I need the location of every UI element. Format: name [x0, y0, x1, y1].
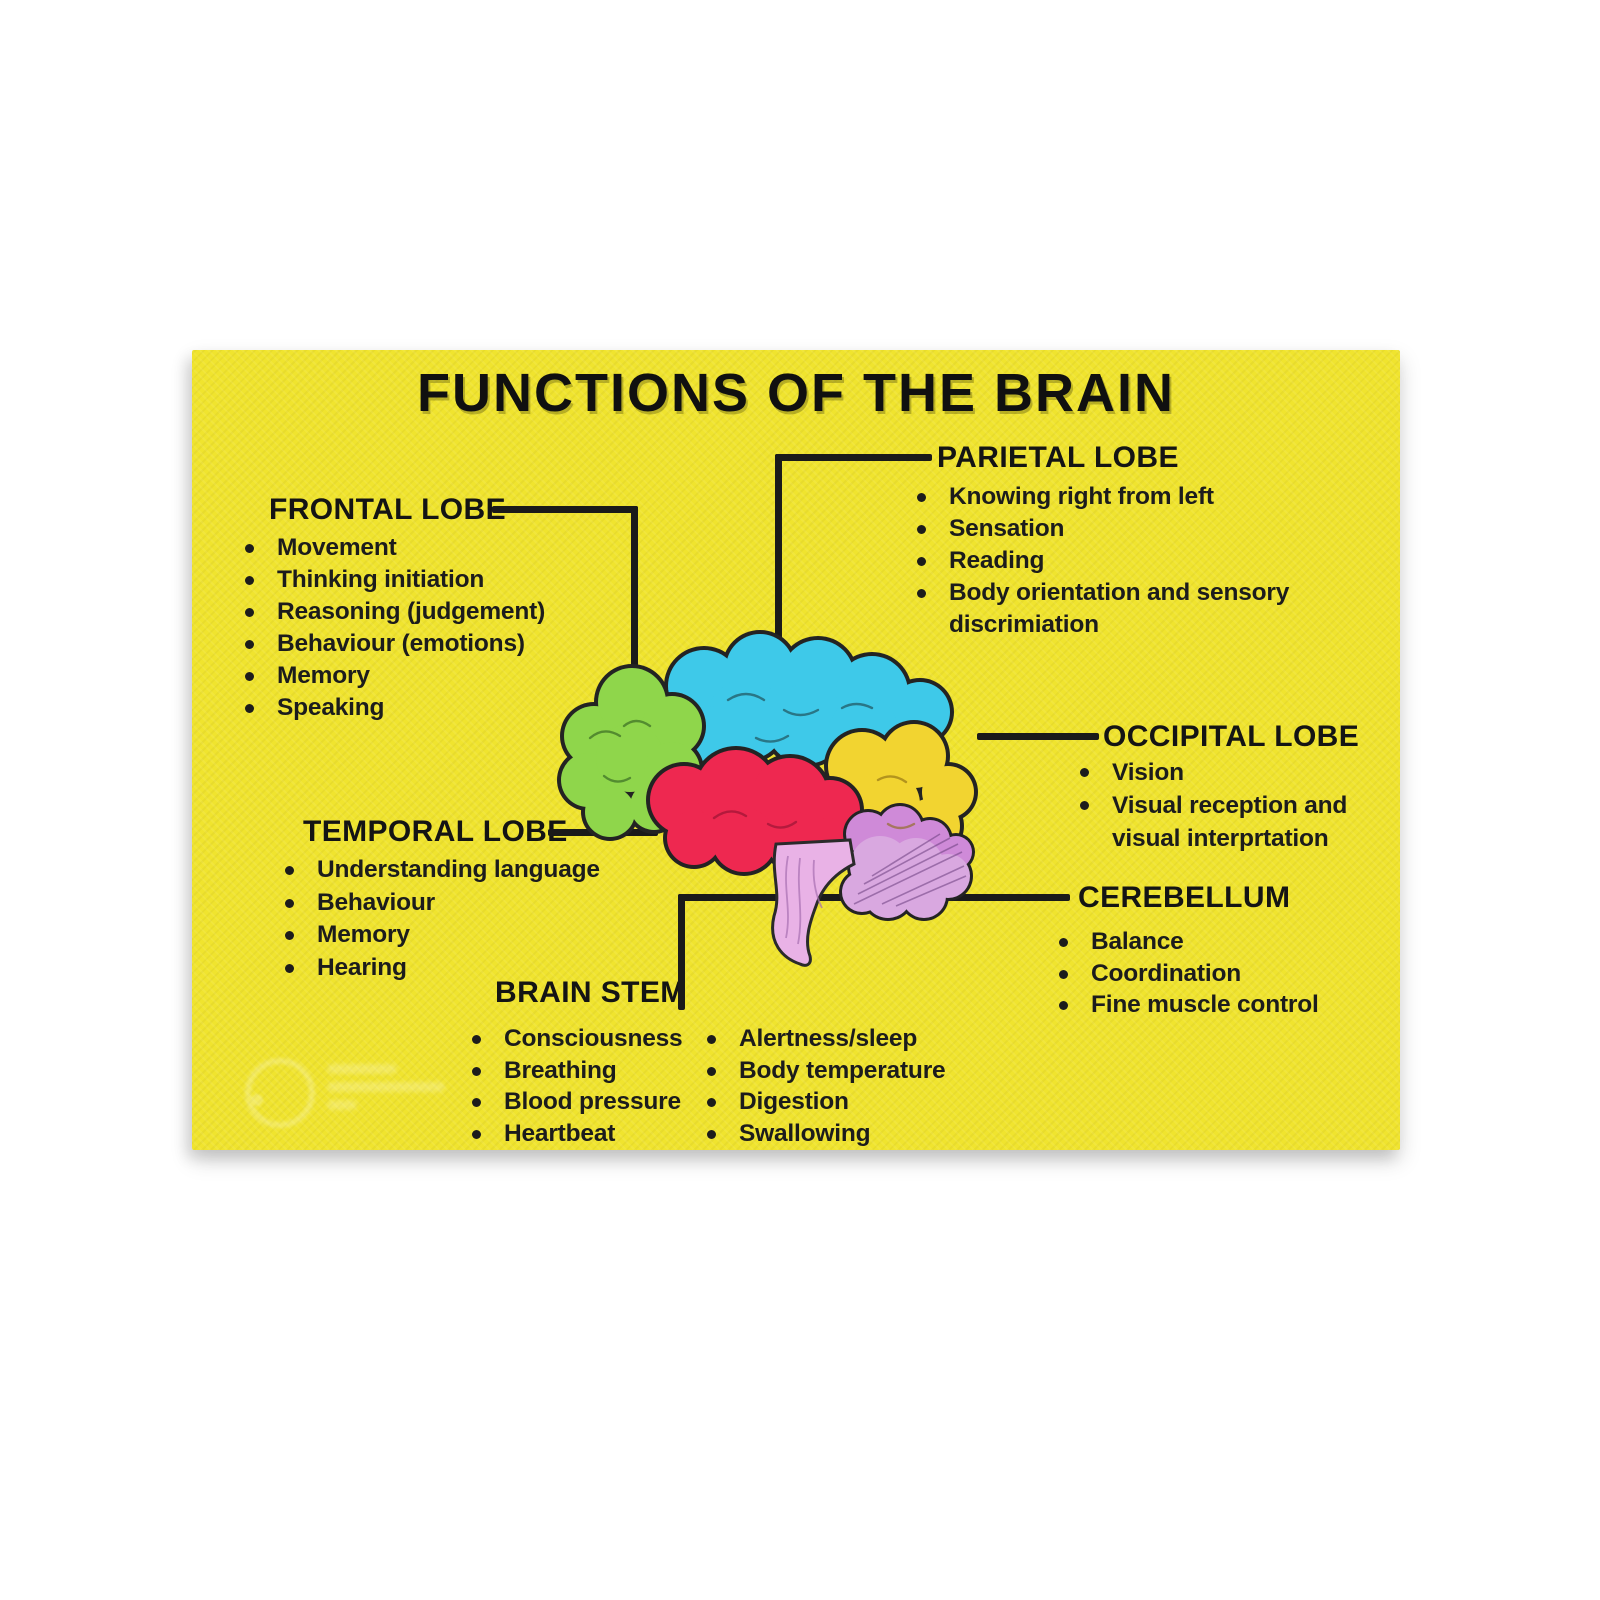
temporal-lobe-heading: TEMPORAL LOBE [303, 815, 568, 848]
list-item: Thinking initiation [243, 564, 545, 596]
gyri-squiggles-temporal [712, 810, 798, 829]
list-item: Balance [1057, 926, 1319, 958]
frontal-lobe-region [561, 668, 702, 837]
brain-stem-region [771, 838, 856, 967]
list-item: Fine muscle control [1057, 989, 1319, 1021]
list-item: Memory [283, 919, 600, 952]
watermark-text-line [327, 1082, 445, 1092]
watermark-logo-icon [245, 1058, 315, 1128]
gyri-squiggles-frontal [588, 719, 652, 783]
brain-stem-heading: BRAIN STEM [495, 976, 686, 1009]
brain-stem-list-col2: Alertness/sleep Body temperature Digesti… [705, 1023, 946, 1150]
list-item: Sensation [915, 513, 1349, 545]
watermark [237, 1050, 467, 1130]
temporal-lobe-region [650, 750, 860, 872]
occipital-lobe-heading: OCCIPITAL LOBE [1103, 720, 1360, 753]
occipital-lobe-list: Vision Visual reception and visual inter… [1078, 756, 1392, 855]
parietal-lobe-list: Knowing right from left Sensation Readin… [915, 481, 1349, 641]
gyri-squiggles-occipital [876, 775, 916, 830]
list-item: Digestion [705, 1086, 945, 1118]
cerebellum-region [842, 806, 972, 918]
brain-stem-list-col1: Consciousness Breathing Blood pressure H… [470, 1023, 683, 1150]
list-item: Body temperature [705, 1055, 946, 1087]
frontal-connector-horizontal [492, 506, 638, 513]
cerebellum-striations [853, 833, 967, 907]
list-item: Swallowing [705, 1118, 945, 1150]
list-item: Movement [243, 532, 545, 564]
poster-title: FUNCTIONS OF THE BRAIN [417, 363, 1175, 423]
list-item: Coordination [1057, 958, 1319, 990]
cerebellum-list: Balance Coordination Fine muscle control [1057, 926, 1319, 1021]
list-item: Vision [1078, 756, 1392, 789]
gyri-squiggles [726, 692, 874, 743]
parietal-connector-horizontal [775, 454, 932, 461]
brainstem-connector-vertical [678, 894, 685, 1010]
list-item: Reading [915, 545, 1349, 577]
list-item: Memory [243, 660, 545, 692]
brain-illustration [557, 630, 978, 967]
list-item: Visual reception and visual interprtatio… [1078, 789, 1392, 855]
list-item: Body orientation and sensory discrimiati… [915, 577, 1349, 641]
watermark-logo-dot [251, 1094, 263, 1106]
list-item: Behaviour (emotions) [243, 628, 545, 660]
parietal-connector-vertical [775, 454, 782, 645]
list-item: Breathing [470, 1055, 682, 1087]
list-item: Speaking [243, 692, 545, 724]
list-item: Understanding language [283, 854, 600, 887]
list-item: Blood pressure [470, 1086, 682, 1118]
watermark-text-line [327, 1100, 357, 1110]
list-item: Hearing [283, 952, 600, 985]
frontal-lobe-list: Movement Thinking initiation Reasoning (… [243, 532, 545, 724]
list-item: Reasoning (judgement) [243, 596, 545, 628]
list-item: Heartbeat [470, 1118, 682, 1150]
watermark-text-line [327, 1064, 397, 1074]
frontal-lobe-heading: FRONTAL LOBE [269, 493, 507, 526]
temporal-lobe-list: Understanding language Behaviour Memory … [283, 854, 600, 984]
parietal-lobe-heading: PARIETAL LOBE [937, 441, 1179, 474]
frontal-connector-vertical [631, 506, 638, 666]
list-item: Alertness/sleep [705, 1023, 945, 1055]
list-item: Consciousness [470, 1023, 683, 1055]
list-item: Knowing right from left [915, 481, 1349, 513]
list-item: Behaviour [283, 887, 600, 920]
brain-functions-poster: FUNCTIONS OF THE BRAIN [192, 350, 1400, 1150]
cerebellum-heading: CEREBELLUM [1078, 881, 1291, 914]
occipital-connector-horizontal [977, 733, 1099, 740]
